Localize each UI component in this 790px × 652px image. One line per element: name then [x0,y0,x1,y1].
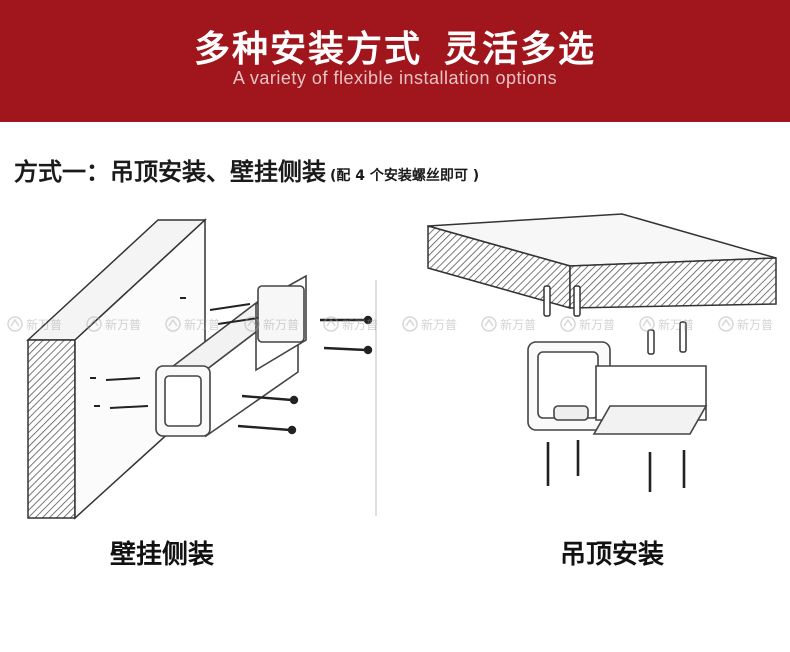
wall-mount-caption: 壁挂侧装 [110,540,215,570]
watermark-logo-icon [7,316,23,332]
screws-right [237,315,373,435]
watermark: 新万普 [399,312,465,338]
watermark: 新万普 [162,312,228,338]
watermark: 新万普 [636,312,702,338]
header-banner: 多种安装方式灵活多选 A variety of flexible install… [0,0,790,122]
method-heading-row: 方式一：吊顶安装、壁挂侧装(配 4 个安装螺丝即可 ) [14,152,479,187]
wall-mount-illustration [26,218,377,520]
anchors-top [543,285,687,355]
watermark: 新万普 [241,312,307,338]
watermark-logo-icon [86,316,102,332]
watermark-logo-icon [639,316,655,332]
watermark-logo-icon [244,316,260,332]
camera-housing-ceiling [527,341,708,435]
banner-title-part2: 灵活多选 [444,29,597,70]
banner-title-part1: 多种安装方式 [193,29,422,70]
watermark: 新万普 [4,312,70,338]
watermark-logo-icon [560,316,576,332]
watermark: 新万普 [557,312,623,338]
watermark-logo-icon [323,316,339,332]
screws-left [90,297,259,409]
screws-bottom [546,440,686,492]
ceiling-mount-illustration [427,213,777,492]
watermark-logo-icon [481,316,497,332]
watermark-logo-icon [718,316,734,332]
banner-subtitle: A variety of flexible installation optio… [232,68,558,88]
banner-title: 多种安装方式灵活多选 [0,20,790,72]
method-note: (配 4 个安装螺丝即可 ) [330,168,480,184]
watermark: 新万普 [478,312,544,338]
watermark-logo-icon [165,316,181,332]
wall-block [26,218,207,520]
ceiling-mount-caption: 吊顶安装 [560,540,665,570]
watermark: 新万普 [83,312,149,338]
camera-housing [155,274,307,438]
watermark-logo-icon [402,316,418,332]
ceiling-slab [427,213,777,309]
watermark: 新万普 [715,312,781,338]
watermark-strip: 新万普 新万普 新万普 新万普 新万普 新万普 新万普 新万普 新万普 新万普 [0,312,790,342]
watermark: 新万普 [320,312,386,338]
method-heading: 方式一：吊顶安装、壁挂侧装 [14,158,326,186]
